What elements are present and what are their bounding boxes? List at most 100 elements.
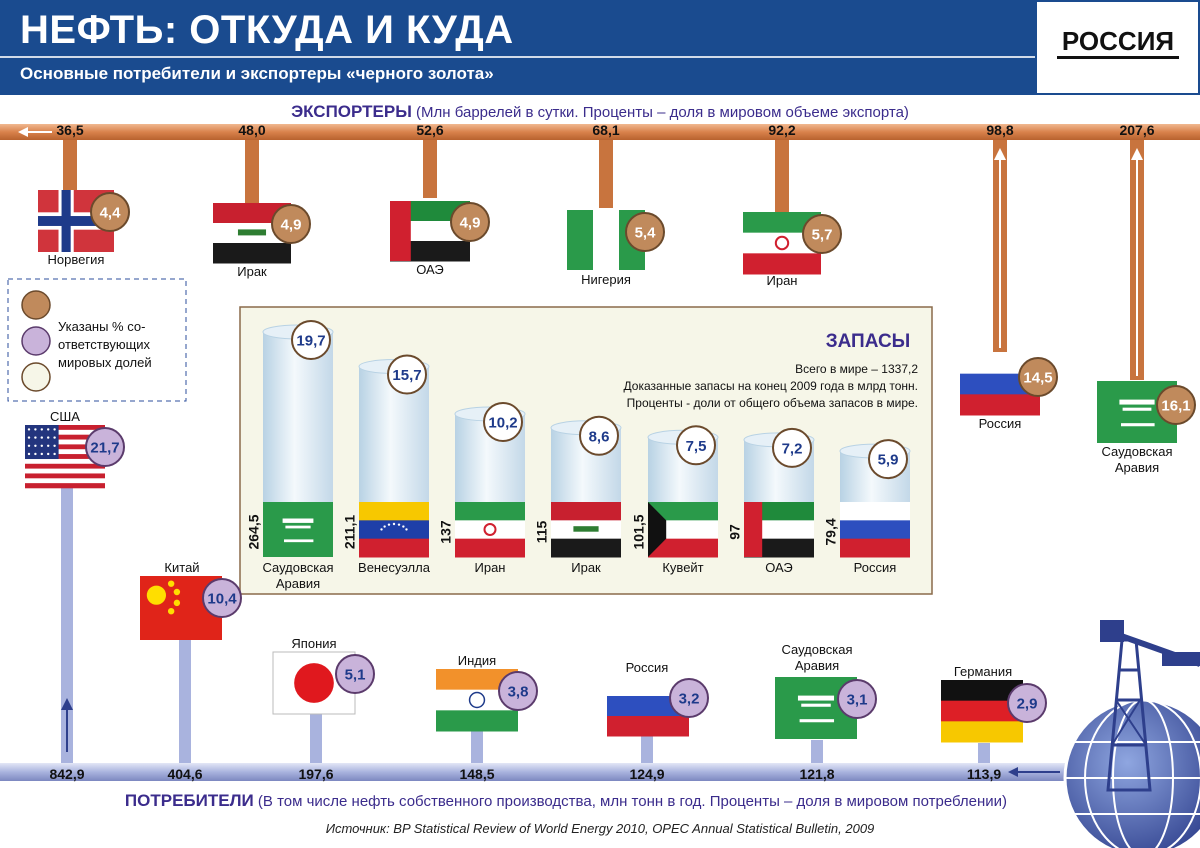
exporter-value: 52,6 [416,122,443,138]
exporter-share: 14,5 [1023,370,1052,387]
header-band [0,0,1200,95]
exporters-layer: 36,54,4Норвегия48,04,9Ирак52,64,9ОАЭ68,1… [38,122,1196,475]
exporter-country: Россия [979,416,1022,431]
russia-flag [840,502,910,558]
consumer-share: 3,8 [508,684,529,701]
page-title: НЕФТЬ: ОТКУДА И КУДА [20,8,514,52]
india-flag [436,669,518,732]
consumer-russia: 3,2 Россия 124,9 [607,660,709,782]
legend-text: Указаны % со- ответствующих мировых доле… [58,319,152,370]
logo-text: РОССИЯ [1062,26,1174,56]
exporter-value: 207,6 [1119,122,1154,138]
consumer-value: 842,9 [49,766,84,782]
consumer-country-line-1: Саудовская [781,642,852,657]
svg-text:ПОТРЕБИТЕЛИ (В том числе нефть: ПОТРЕБИТЕЛИ (В том числе нефть собственн… [125,791,1007,810]
exporter-share: 4,4 [100,205,122,222]
exporter-value: 98,8 [986,122,1013,138]
consumer-country: США [50,409,80,424]
consumer-country: Индия [458,653,496,668]
source-note: Источник: BP Statistical Review of World… [326,821,875,836]
uae-flag [744,502,814,558]
reserve-share: 8,6 [589,428,610,445]
consumer-value: 197,6 [298,766,333,782]
reserve-bar [263,332,333,502]
consumer-usa: 21,7 США 842,9 [25,409,125,782]
exporter-country-line-2: Аравия [1115,460,1159,475]
consumer-value: 124,9 [629,766,664,782]
consumer-country: Китай [164,560,199,575]
header-divider [0,56,1035,58]
exporter-stem [423,140,437,198]
exporter-value: 92,2 [768,122,795,138]
consumers-pipe [0,763,1070,781]
consumer-country-line-2: Аравия [795,658,839,673]
exporter-stem [599,140,613,208]
reserves-line-2: Доказанные запасы на конец 2009 года в м… [624,379,918,393]
exporter-share-circle [1018,357,1058,397]
exporter-value: 36,5 [56,122,83,138]
consumer-up-arrow-head [61,698,73,710]
consumer-stem [310,713,322,763]
reserve-share-circle [291,320,331,360]
exporter-share-circle [90,192,130,232]
reserve-country: Кувейт [662,560,703,575]
consumer-share-circle [202,578,242,618]
consumer-share-circle [85,427,125,467]
consumer-country: Германия [954,664,1012,679]
exporter-share: 5,4 [635,225,657,242]
consumer-share-circle [837,679,877,719]
kuwait-flag [648,502,718,558]
iraq-flag [551,502,621,558]
legend-consumer-circle [21,326,51,356]
consumer-share: 21,7 [90,440,119,457]
exporter-share: 16,1 [1161,398,1190,415]
exporter-share: 4,9 [460,215,481,232]
reserve-share-circle [676,425,716,466]
legend-exporter-circle [21,290,51,320]
exporter-share-circle [625,212,665,252]
reserve-share-circle [772,427,812,468]
exporter-up-arrow-head [994,148,1006,160]
consumers-title-note: (В том числе нефть собственного производ… [258,793,1007,810]
consumer-country: Япония [291,636,336,651]
exporter-share-circle [1156,385,1196,425]
consumer-share: 3,1 [847,692,868,709]
svg-text:ЭКСПОРТЕРЫ (Млн баррелей в сут: ЭКСПОРТЕРЫ (Млн баррелей в сутки. Процен… [291,102,909,121]
reserve-share: 5,9 [878,452,899,469]
iran-flag [743,212,821,275]
legend-box [7,278,187,402]
reserve-value: 79,4 [823,518,839,545]
consumers-title-text: ПОТРЕБИТЕЛИ [125,791,254,810]
consumers-arrow-head [1008,767,1018,777]
exporter-stem [775,140,789,212]
reserves-title: ЗАПАСЫ [826,331,911,352]
exporters-arrow-head [18,127,28,137]
legend-reserve-circle [21,362,51,392]
consumer-stem [978,743,990,763]
consumer-stem [641,735,653,763]
reserve-value: 101,5 [631,514,647,549]
reserve-country: Россия [854,560,897,575]
russia-flag [607,676,689,737]
venezuela-flag [359,502,429,558]
reserve-value: 264,5 [246,514,262,549]
reserve-value: 211,1 [342,515,358,549]
exporters-title-text: ЭКСПОРТЕРЫ [291,102,412,121]
exporter-value: 68,1 [592,122,619,138]
consumer-share-circle [498,671,538,711]
exporter-share: 4,9 [281,217,302,234]
consumer-country: Россия [626,660,669,675]
consumers-title: ПОТРЕБИТЕЛИ (В том числе нефть собственн… [125,791,1007,810]
logo: РОССИЯ [1057,22,1179,62]
reserve-country: ОАЭ [765,560,793,575]
exporter-stem [245,140,259,204]
consumer-share: 3,2 [679,691,700,708]
